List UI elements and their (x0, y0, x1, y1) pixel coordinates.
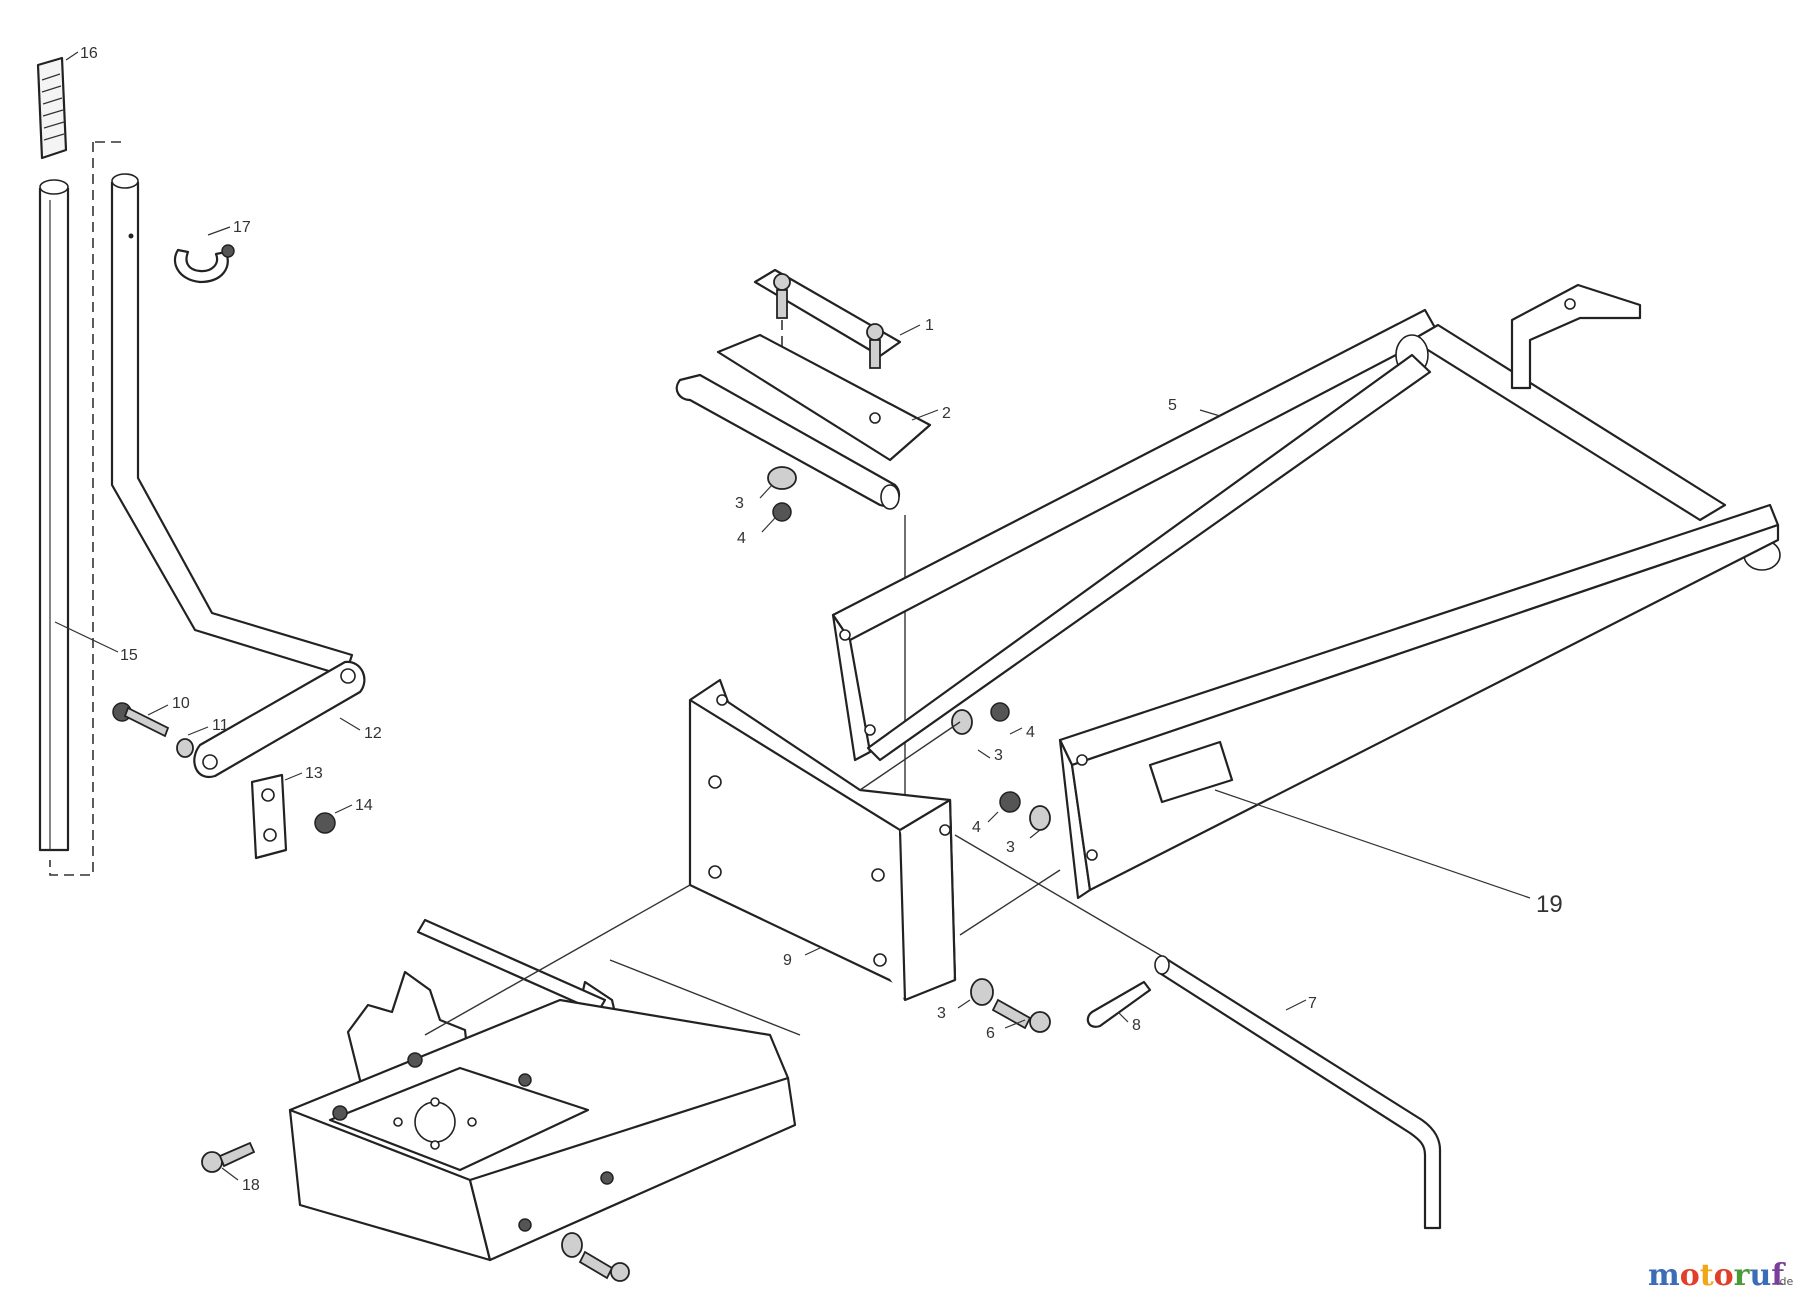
callout-16: 16 (80, 45, 98, 62)
washer-part-3-bottom (970, 978, 994, 1006)
bolt-part-6 (991, 998, 1051, 1033)
nut-part-4-top (772, 502, 792, 522)
logo-letter: r (1734, 1258, 1751, 1293)
cotter-part-8 (1086, 980, 1152, 1028)
callout-6: 6 (986, 1025, 995, 1042)
explode-line-base-b (609, 959, 801, 1036)
explode-line-b (959, 869, 1061, 936)
washer-part-3-mid (951, 709, 973, 735)
logo-letter: u (1749, 1258, 1771, 1293)
a-frame-part-5 (831, 283, 1781, 900)
callout-14: 14 (355, 797, 373, 814)
nut-part-4-right (999, 791, 1021, 813)
tube-part-15 (38, 179, 70, 852)
callout-8: 8 (1132, 1017, 1141, 1034)
plate-part-13 (250, 773, 288, 860)
logo-letter: f (1771, 1258, 1786, 1293)
callout-12: 12 (364, 725, 382, 742)
washer-part-3-right (1029, 805, 1051, 831)
motoruf-logo: motoruf .de (1648, 1258, 1793, 1293)
logo-suffix: .de (1776, 1275, 1793, 1288)
plate-part-12 (193, 660, 366, 779)
callout-11: 11 (212, 717, 229, 734)
callout-5: 5 (1168, 397, 1177, 414)
callout-3-top: 3 (735, 495, 744, 512)
callout-4-right: 4 (972, 819, 981, 836)
bolt-part-10 (112, 702, 170, 738)
callout-17: 17 (233, 219, 251, 236)
washer-part-11 (176, 738, 194, 758)
logo-letter: o (1680, 1258, 1700, 1293)
logo-letter: m (1648, 1258, 1680, 1293)
bolt-part-18 (201, 1141, 256, 1173)
callout-4-mid: 4 (1026, 724, 1035, 741)
callout-1: 1 (925, 317, 934, 334)
callout-10: 10 (172, 695, 190, 712)
callout-3-bottom: 3 (937, 1005, 946, 1022)
bracket-part-2 (675, 333, 932, 510)
explode-line-c (954, 834, 1166, 959)
callout-7: 7 (1308, 995, 1317, 1012)
base-frame (288, 918, 797, 1262)
logo-letter: o (1714, 1258, 1734, 1293)
callout-19: 19 (1536, 891, 1563, 918)
mount-bracket-part-9 (688, 678, 957, 1002)
pin-part-7 (1154, 955, 1442, 1230)
callout-18: 18 (242, 1177, 260, 1194)
washer-part-3-top (767, 466, 797, 490)
callout-3-mid: 3 (994, 747, 1003, 764)
bolt-bottom-base (578, 1250, 630, 1282)
grip-part-16 (36, 56, 68, 160)
logo-letter: t (1700, 1258, 1714, 1293)
callout-3-right: 3 (1006, 839, 1015, 856)
nut-part-4-mid (990, 702, 1010, 722)
callout-13: 13 (305, 765, 323, 782)
clip-part-17 (173, 244, 235, 284)
callout-2: 2 (942, 405, 951, 422)
logo-wordmark: motoruf (1648, 1258, 1786, 1293)
explode-line-base-a (424, 884, 691, 1036)
callout-leaders (54, 51, 1531, 1181)
group-bracket (49, 141, 122, 876)
callout-9: 9 (783, 952, 792, 969)
nut-part-14 (314, 812, 336, 834)
washer-bottom-base (561, 1232, 583, 1258)
explode-line-a (859, 721, 961, 791)
clamp-plate-part-1 (753, 268, 902, 369)
callout-4-top: 4 (737, 530, 746, 547)
callout-15: 15 (120, 647, 138, 664)
